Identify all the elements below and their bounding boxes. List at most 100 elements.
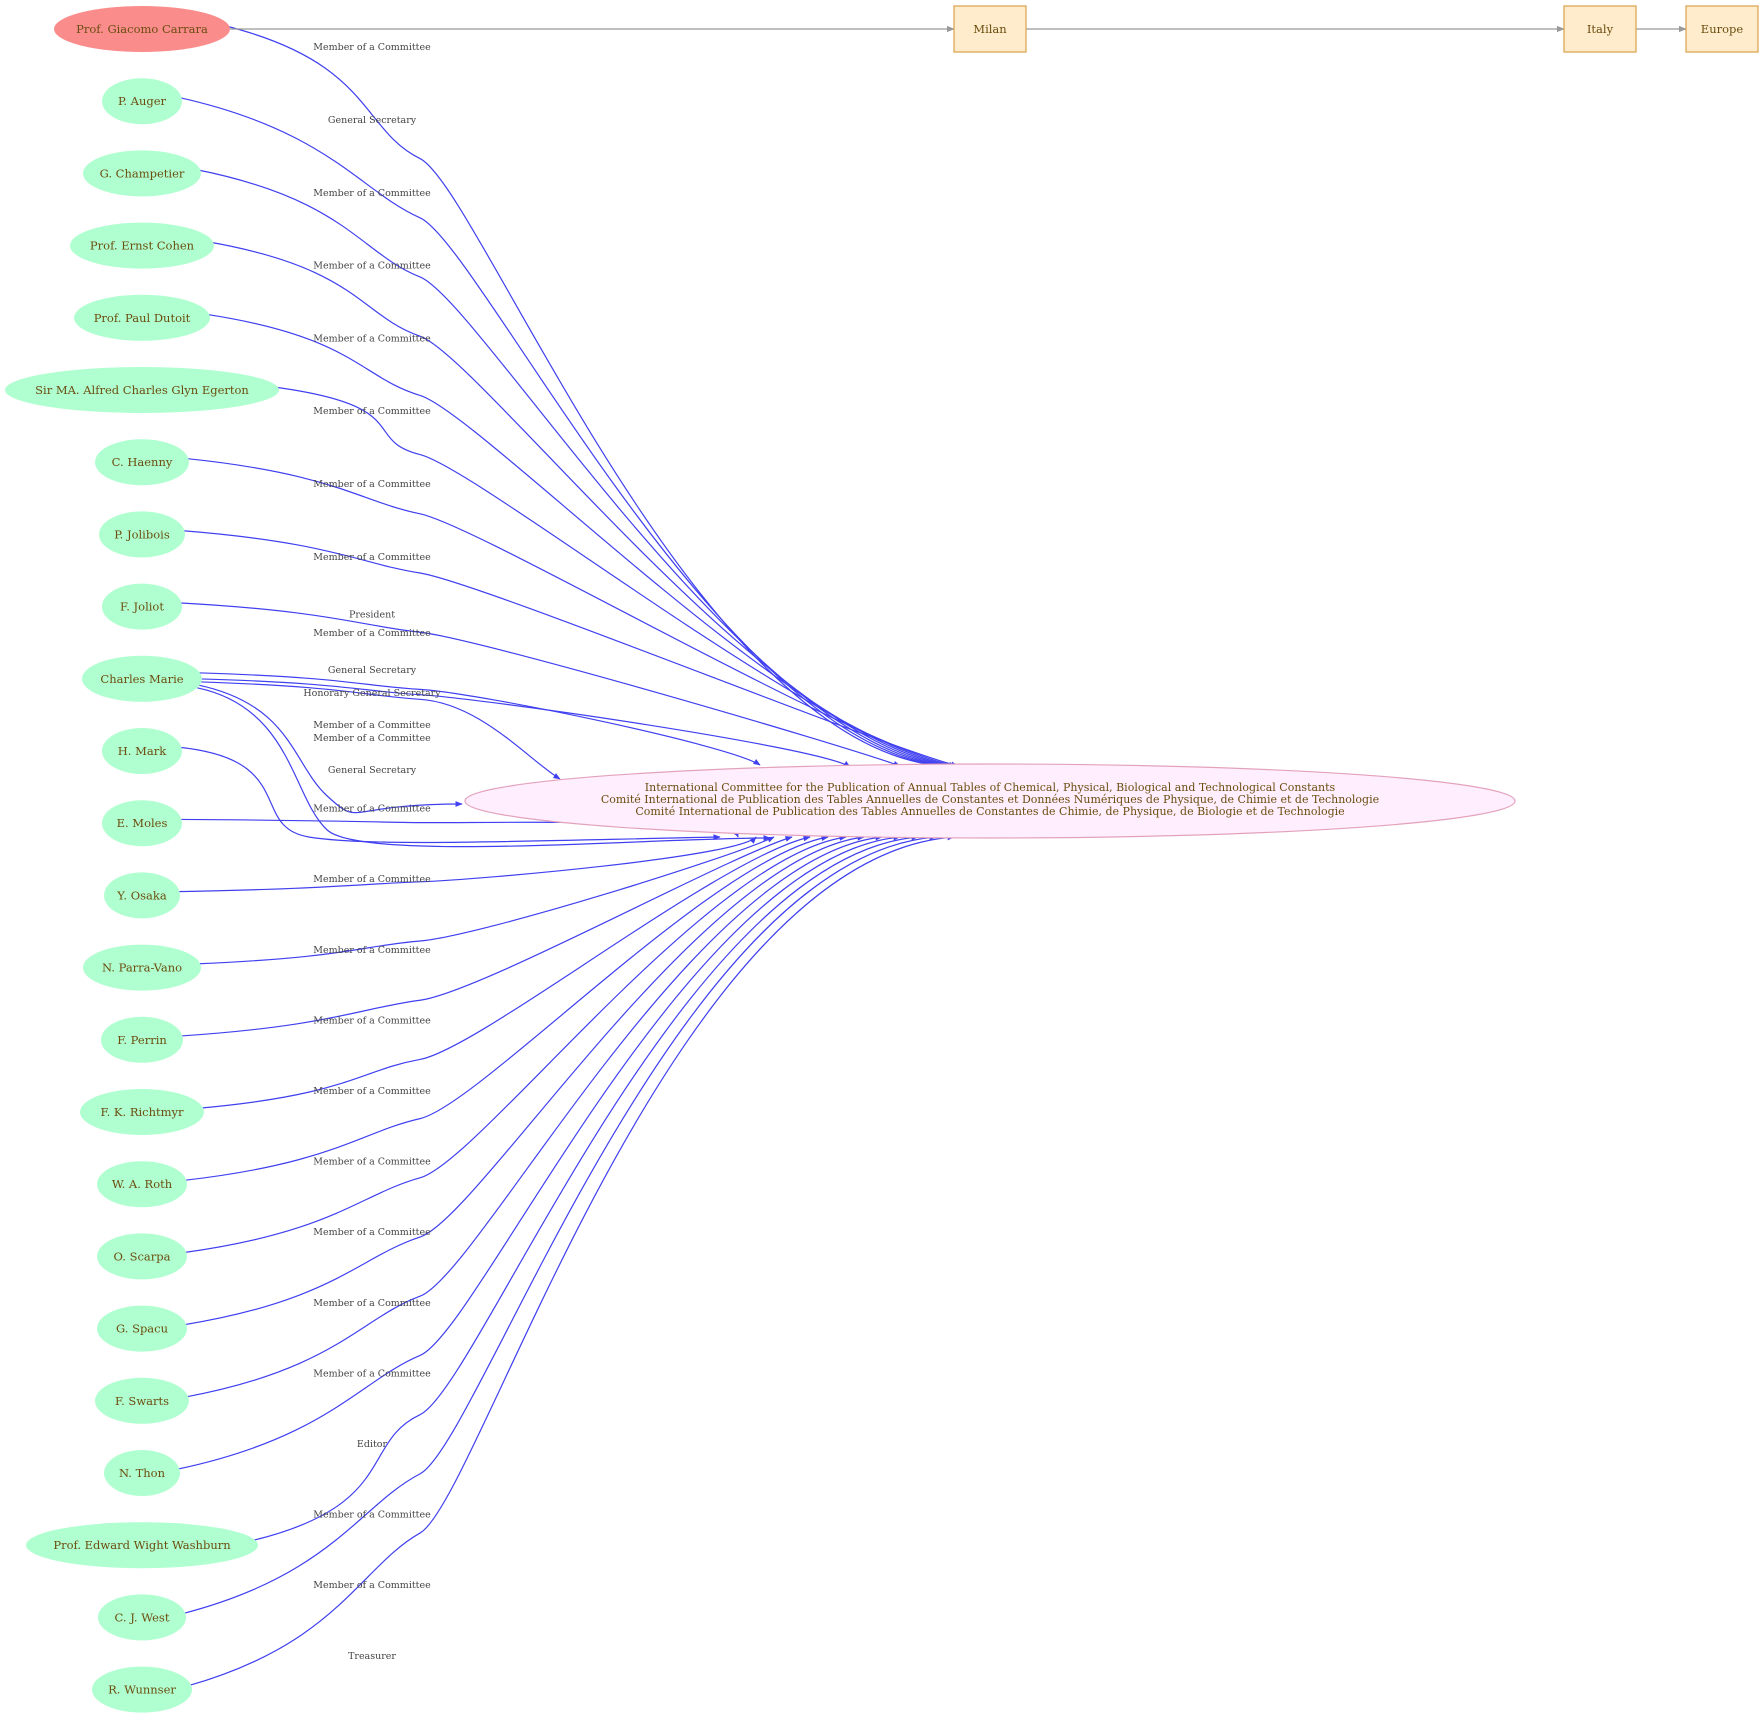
person-node-shape bbox=[80, 1089, 204, 1135]
person-node-prof-giacomo-carrara[interactable]: Prof. Giacomo Carrara bbox=[54, 6, 230, 52]
edge-n-thon-1 bbox=[176, 834, 901, 1470]
person-name: H. Mark bbox=[118, 744, 167, 758]
edge-label: Member of a Committee bbox=[313, 188, 431, 199]
person-name: Sir MA. Alfred Charles Glyn Egerton bbox=[35, 383, 249, 397]
edge-label: Member of a Committee bbox=[313, 628, 431, 639]
edge-label: General Secretary bbox=[328, 115, 417, 126]
edge-f-joliot-1 bbox=[178, 602, 901, 767]
person-node-shape bbox=[26, 1522, 258, 1569]
edge-label: Member of a Committee bbox=[313, 479, 431, 490]
person-node-g-champetier[interactable]: G. Champetier bbox=[83, 150, 201, 197]
place-name: Europe bbox=[1701, 22, 1744, 36]
person-node-y-osaka[interactable]: Y. Osaka bbox=[104, 872, 180, 919]
person-node-f-joliot[interactable]: F. Joliot bbox=[102, 583, 182, 630]
person-name: N. Thon bbox=[119, 1466, 166, 1480]
place-node-europe[interactable]: Europe bbox=[1685, 5, 1759, 53]
place-name: Milan bbox=[973, 22, 1007, 36]
person-name: F. K. Richtmyr bbox=[100, 1105, 184, 1119]
person-node-n-thon[interactable]: N. Thon bbox=[104, 1450, 180, 1496]
person-node-o-scarpa[interactable]: O. Scarpa bbox=[97, 1233, 187, 1280]
edge-prof-giacomo-carrara-1 bbox=[222, 24, 944, 769]
person-name: P. Auger bbox=[118, 94, 167, 108]
person-node-f-swarts[interactable]: F. Swarts bbox=[95, 1377, 189, 1424]
edge-label: President bbox=[349, 610, 395, 621]
edge-p-jolibois-1 bbox=[181, 530, 959, 768]
person-node-shape bbox=[70, 222, 214, 269]
person-node-shape bbox=[102, 78, 182, 125]
place-node-shape bbox=[953, 5, 1027, 53]
place-node-italy[interactable]: Italy bbox=[1563, 5, 1637, 53]
person-node-prof-paul-dutoit[interactable]: Prof. Paul Dutoit bbox=[74, 294, 210, 341]
edge-label: Member of a Committee bbox=[313, 1580, 431, 1591]
person-node-shape bbox=[97, 1233, 187, 1280]
person-node-n-parra-vano[interactable]: N. Parra-Vano bbox=[83, 944, 201, 991]
edge-y-osaka-1 bbox=[176, 836, 757, 893]
edge-label: Member of a Committee bbox=[313, 1227, 431, 1238]
edges-layer bbox=[176, 24, 1687, 1687]
person-node-shape bbox=[54, 6, 230, 52]
edge-n-parra-vano-1 bbox=[196, 836, 775, 965]
committee-name-line-1: International Committee for the Publicat… bbox=[645, 781, 1336, 794]
edge-f-perrin-1 bbox=[179, 836, 793, 1037]
person-name: O. Scarpa bbox=[114, 1249, 171, 1263]
edge-label: Editor bbox=[357, 1439, 388, 1450]
edge-label: Member of a Committee bbox=[313, 733, 431, 744]
person-node-c-j-west[interactable]: C. J. West bbox=[98, 1594, 186, 1641]
person-node-shape bbox=[95, 1377, 189, 1424]
person-name: Prof. Ernst Cohen bbox=[90, 239, 195, 253]
person-node-charles-marie[interactable]: Charles Marie bbox=[82, 655, 202, 702]
edge-label: General Secretary bbox=[328, 665, 417, 676]
person-node-w-a-roth[interactable]: W. A. Roth bbox=[97, 1161, 187, 1208]
person-node-p-auger[interactable]: P. Auger bbox=[102, 78, 182, 125]
edge-f-k-richtmyr-1 bbox=[198, 835, 811, 1109]
edge-label: Member of a Committee bbox=[313, 1368, 431, 1379]
person-node-f-perrin[interactable]: F. Perrin bbox=[101, 1016, 183, 1063]
person-node-h-mark[interactable]: H. Mark bbox=[102, 728, 182, 774]
person-node-e-moles[interactable]: E. Moles bbox=[102, 800, 182, 847]
committee-hub-node[interactable]: International Committee for the Publicat… bbox=[464, 763, 1516, 839]
person-node-shape bbox=[101, 1016, 183, 1063]
committee-name-line-2: Comité International de Publication des … bbox=[601, 793, 1379, 806]
edge-charles-marie-1 bbox=[197, 672, 761, 766]
person-name: W. A. Roth bbox=[112, 1177, 173, 1191]
edge-label: Member of a Committee bbox=[313, 874, 431, 885]
edge-label: Member of a Committee bbox=[313, 42, 431, 53]
person-node-shape bbox=[97, 1305, 187, 1352]
person-node-sir-ma-alfred-charles-glyn-egerton[interactable]: Sir MA. Alfred Charles Glyn Egerton bbox=[5, 367, 279, 413]
person-node-shape bbox=[104, 872, 180, 919]
person-name: Prof. Giacomo Carrara bbox=[76, 22, 208, 36]
edge-label: Treasurer bbox=[348, 1651, 396, 1662]
person-node-f-k-richtmyr[interactable]: F. K. Richtmyr bbox=[80, 1089, 204, 1135]
edge-prof-edward-wight-washburn-1 bbox=[248, 834, 919, 1543]
person-name: F. Joliot bbox=[120, 600, 164, 614]
person-node-shape bbox=[5, 367, 279, 413]
person-node-prof-edward-wight-washburn[interactable]: Prof. Edward Wight Washburn bbox=[26, 1522, 258, 1569]
edge-prof-paul-dutoit-1 bbox=[204, 313, 952, 768]
person-node-p-jolibois[interactable]: P. Jolibois bbox=[99, 511, 185, 558]
edge-label: Member of a Committee bbox=[313, 804, 431, 815]
person-node-g-spacu[interactable]: G. Spacu bbox=[97, 1305, 187, 1352]
edge-label: Member of a Committee bbox=[313, 1015, 431, 1026]
edge-label: General Secretary bbox=[328, 765, 417, 776]
person-name: F. Swarts bbox=[115, 1394, 169, 1408]
place-node-milan[interactable]: Milan bbox=[953, 5, 1027, 53]
person-node-prof-ernst-cohen[interactable]: Prof. Ernst Cohen bbox=[70, 222, 214, 269]
edge-label: Member of a Committee bbox=[313, 552, 431, 563]
edge-h-mark-1 bbox=[178, 746, 721, 844]
edge-charles-marie-5 bbox=[197, 687, 771, 848]
edge-label: Member of a Committee bbox=[313, 1510, 431, 1521]
person-name: Prof. Paul Dutoit bbox=[94, 311, 191, 325]
person-name: N. Parra-Vano bbox=[102, 961, 182, 975]
person-node-shape bbox=[98, 1594, 186, 1641]
person-node-c-haenny[interactable]: C. Haenny bbox=[95, 439, 189, 486]
edge-label: Honorary General Secretary bbox=[303, 688, 441, 699]
person-node-r-wunnser[interactable]: R. Wunnser bbox=[92, 1666, 192, 1713]
person-name: C. Haenny bbox=[112, 455, 173, 469]
edge-g-champetier-1 bbox=[196, 169, 948, 769]
place-node-shape bbox=[1685, 5, 1759, 53]
place-name: Italy bbox=[1587, 22, 1614, 36]
person-name: E. Moles bbox=[117, 816, 168, 830]
edge-o-scarpa-1 bbox=[183, 835, 847, 1254]
